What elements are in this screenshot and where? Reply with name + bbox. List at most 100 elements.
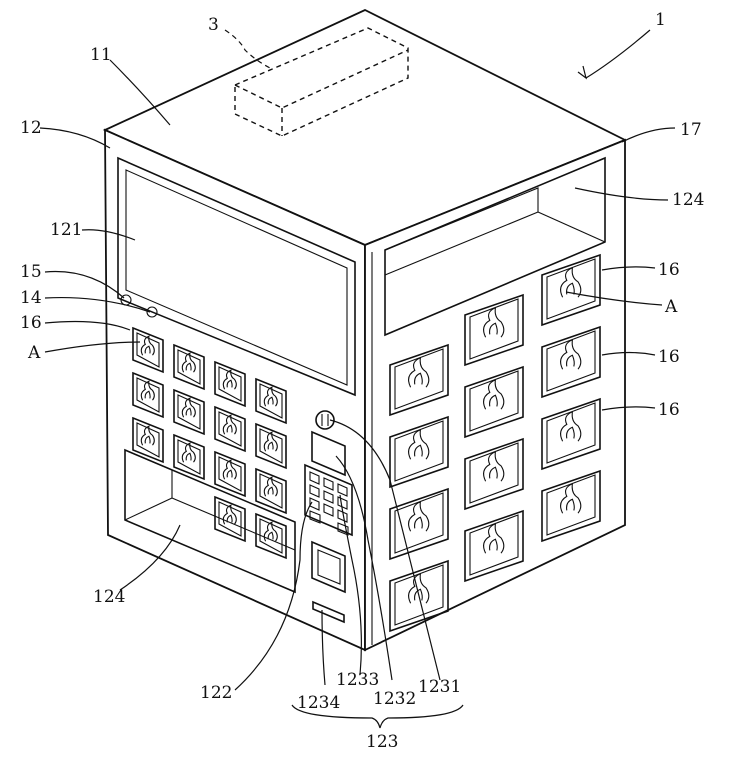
side-slot-window <box>394 420 444 482</box>
keypad-key <box>337 509 348 523</box>
label-front-screen: 121 <box>50 220 82 240</box>
control-panel <box>304 410 353 624</box>
side-slot-window <box>394 564 444 626</box>
side-product-slot <box>464 509 524 583</box>
product-flame-graphic <box>263 476 278 497</box>
label-side-slot-3: 16 <box>658 400 680 420</box>
side-slot-window <box>546 258 596 320</box>
front-slot-window <box>259 428 283 464</box>
coin-slot-1231 <box>315 410 335 430</box>
product-flame-graphic <box>181 352 196 373</box>
card-reader-122 <box>311 540 346 594</box>
product-flame-graphic <box>181 442 196 463</box>
product-flame-graphic <box>263 431 278 452</box>
front-product-slot <box>255 512 287 560</box>
side-slot-window <box>546 330 596 392</box>
keypad-key <box>337 522 349 536</box>
reference-numerals: 1 11 12 17 3 121 15 14 16 A 124 124 16 A… <box>20 10 704 752</box>
keypad-key <box>309 497 320 511</box>
side-slot-window <box>469 370 519 432</box>
keypad-keys <box>309 471 349 536</box>
product-flame-graphic <box>222 414 237 435</box>
front-slot-window <box>177 349 201 385</box>
keypad-key <box>309 471 320 485</box>
product-flame-graphic <box>263 521 278 542</box>
bill-slot-1234 <box>312 600 345 624</box>
side-slot-window <box>469 298 519 360</box>
side-product-slot <box>464 365 524 439</box>
side-product-slot <box>541 469 601 543</box>
keypad-key <box>323 490 334 504</box>
keypad-key <box>309 510 321 524</box>
front-product-slot <box>214 495 246 543</box>
product-flame-graphic <box>263 386 278 407</box>
side-product-slot <box>389 415 449 489</box>
front-outlet <box>124 448 296 594</box>
label-side-slot-2: 16 <box>658 347 680 367</box>
side-slot-window <box>546 402 596 464</box>
side-product-slot <box>464 293 524 367</box>
product-flame-graphic <box>483 522 505 554</box>
front-slot-window <box>259 518 283 554</box>
keypad-1233 <box>304 463 353 537</box>
product-flame-graphic <box>560 338 582 370</box>
product-flame-graphic <box>140 335 155 356</box>
label-device: 1 <box>655 10 666 30</box>
side-product-slot <box>389 559 449 633</box>
front-slot-window <box>218 456 242 492</box>
side-slot-grid <box>389 253 601 633</box>
product-flame-graphic <box>140 380 155 401</box>
side-slot-window <box>394 492 444 554</box>
product-flame-graphic <box>483 378 505 410</box>
side-product-slot <box>389 343 449 417</box>
front-slot-window <box>177 394 201 430</box>
label-side-outlet: 124 <box>672 190 704 210</box>
product-flame-graphic <box>560 482 582 514</box>
front-slot-window <box>136 422 160 458</box>
side-outlet <box>384 156 606 337</box>
front-slot-window <box>218 501 242 537</box>
side-slot-window <box>469 514 519 576</box>
front-product-slot <box>173 388 205 436</box>
product-flame-graphic <box>408 428 430 460</box>
label-assembly: 123 <box>366 732 398 752</box>
front-product-slot <box>132 416 164 464</box>
side-product-slot <box>541 397 601 471</box>
product-flame-graphic <box>222 504 237 525</box>
label-1232: 1232 <box>373 689 416 709</box>
label-1233: 1233 <box>336 670 379 690</box>
front-slot-window <box>218 366 242 402</box>
keypad-key <box>337 496 348 510</box>
label-front-outlet: 124 <box>93 587 125 607</box>
label-left-slot: 16 <box>20 313 42 333</box>
label-box: 3 <box>208 15 219 35</box>
label-reader: 122 <box>200 683 232 703</box>
product-flame-graphic <box>222 369 237 390</box>
label-1231: 1231 <box>418 677 461 697</box>
front-slot-window <box>218 411 242 447</box>
label-1234: 1234 <box>297 693 340 713</box>
label-left-a: A <box>27 343 41 363</box>
side-product-slot <box>464 437 524 511</box>
leader-lines <box>39 29 676 729</box>
product-flame-graphic <box>181 397 196 418</box>
front-slot-grid <box>132 326 287 560</box>
product-flame-graphic <box>140 425 155 446</box>
product-flame-graphic <box>222 459 237 480</box>
keypad-key <box>337 483 348 497</box>
front-product-slot <box>173 343 205 391</box>
label-side-face: 17 <box>680 120 702 140</box>
front-product-slot <box>173 433 205 481</box>
side-slot-window <box>546 474 596 536</box>
label-led-15: 15 <box>20 262 42 282</box>
front-slot-window <box>136 332 160 368</box>
indicator-light-14 <box>146 306 158 318</box>
top-box <box>234 27 409 137</box>
side-product-slot <box>541 253 601 327</box>
label-led-14: 14 <box>20 288 42 308</box>
panel-display-1232 <box>311 430 346 477</box>
side-slot-window <box>394 348 444 410</box>
keypad-key <box>323 477 334 491</box>
